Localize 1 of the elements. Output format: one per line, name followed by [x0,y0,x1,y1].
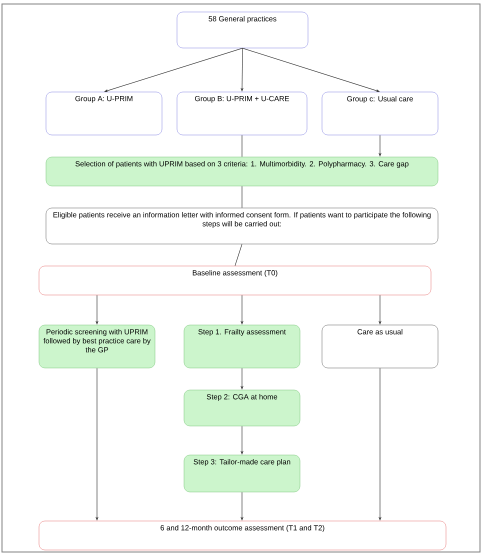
connector-line [234,244,242,266]
